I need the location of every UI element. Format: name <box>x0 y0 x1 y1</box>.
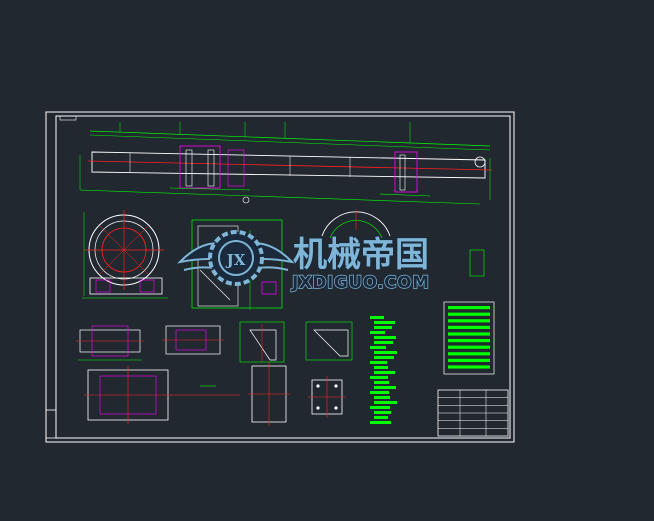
note-line <box>374 356 394 359</box>
note-line <box>370 391 389 394</box>
note-line <box>370 406 390 409</box>
sheet-inner-border <box>55 115 511 439</box>
note-line <box>374 386 396 389</box>
note-line <box>370 346 386 349</box>
kiln-elevation-view <box>79 122 493 205</box>
parts-row <box>448 325 490 329</box>
technical-notes-panel <box>370 316 397 424</box>
sheet-outer-border <box>45 111 515 443</box>
note-line <box>374 366 388 369</box>
parts-row <box>448 306 490 310</box>
note-line <box>374 351 397 354</box>
brand-url: JXDIGUO.COM <box>291 273 430 293</box>
support-roller-detail-2 <box>162 325 224 355</box>
note-line <box>374 371 395 374</box>
foundation-plan-2 <box>248 362 290 426</box>
note-line <box>374 396 390 399</box>
note-line <box>370 376 388 379</box>
brand-watermark-logo: JX 机械帝国 JXDIGUO.COM <box>177 230 430 294</box>
parts-row <box>448 365 490 369</box>
parts-list-table <box>443 301 495 375</box>
parts-row <box>448 319 490 323</box>
parts-row <box>448 339 490 343</box>
corner-tag <box>59 115 77 121</box>
support-roller-detail-1 <box>76 325 144 361</box>
note-line <box>370 331 385 334</box>
note-line <box>370 361 387 364</box>
parts-row <box>448 358 490 362</box>
side-stamp-box <box>45 409 57 439</box>
bracket-detail-2 <box>305 321 353 361</box>
gear-section-view <box>321 210 485 277</box>
note-line <box>374 341 393 344</box>
note-line <box>374 381 389 384</box>
note-line <box>374 416 388 419</box>
parts-row <box>448 312 490 316</box>
brand-name-cn: 机械帝国 <box>293 235 429 275</box>
emblem-letters: JX <box>225 251 246 269</box>
note-line <box>370 316 384 319</box>
parts-row <box>448 352 490 356</box>
kiln-cross-section-view <box>82 210 168 299</box>
note-line <box>370 421 391 424</box>
note-line <box>374 336 396 339</box>
bracket-detail-1 <box>239 321 285 363</box>
title-block <box>437 389 509 437</box>
note-line <box>374 321 395 324</box>
foundation-plan-3 <box>308 376 346 418</box>
foundation-plan-1 <box>84 366 240 424</box>
note-line <box>374 401 397 404</box>
parts-row <box>448 345 490 349</box>
parts-row <box>448 332 490 336</box>
note-line <box>374 326 392 329</box>
note-line <box>374 411 391 414</box>
